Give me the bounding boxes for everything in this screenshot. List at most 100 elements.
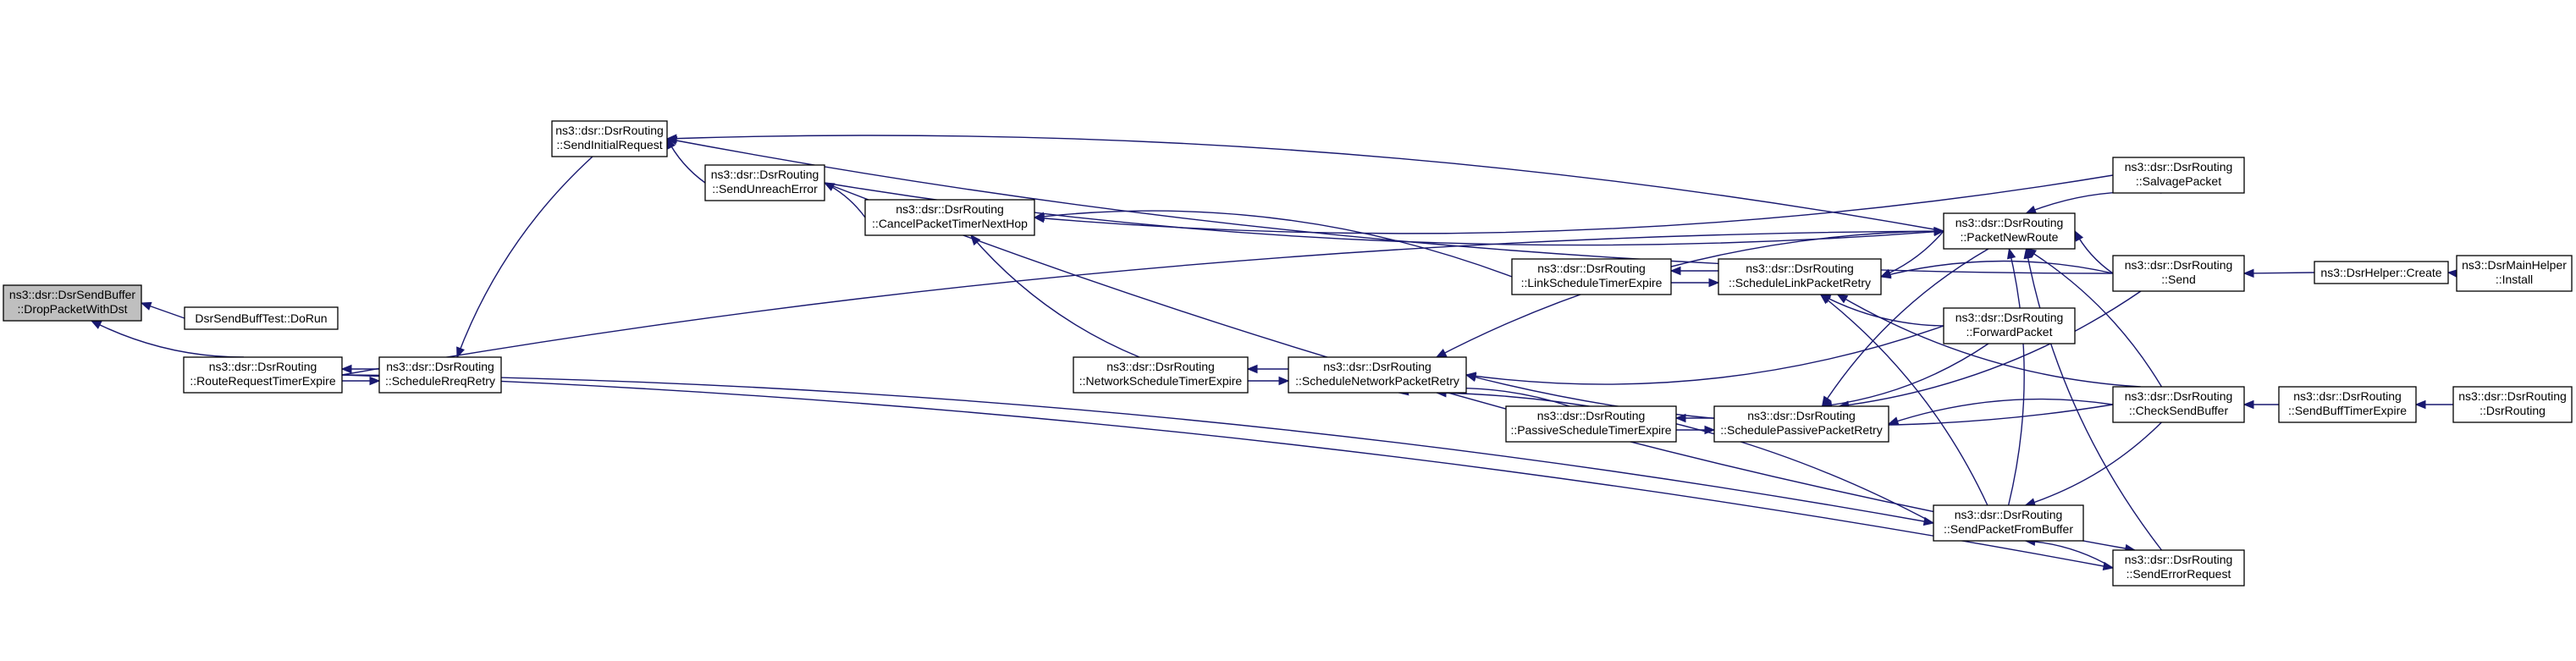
edge-arrowhead <box>1836 294 1849 304</box>
node-snpr[interactable]: ns3::dsr::DsrRouting::ScheduleNetworkPac… <box>1288 356 1467 394</box>
node-box <box>2112 255 2245 292</box>
node-box <box>1073 356 1249 394</box>
node-csb[interactable]: ns3::dsr::DsrRouting::CheckSendBuffer <box>2112 386 2245 423</box>
node-box <box>1943 307 2076 344</box>
node-box <box>1505 405 1677 443</box>
node-label-line2: ::ScheduleLinkPacketRetry <box>1729 276 1871 289</box>
edge-arrowhead <box>1879 270 1892 279</box>
edge-csb-to-spfb <box>2025 421 2162 506</box>
node-label-line1: ns3::DsrMainHelper <box>2462 258 2567 272</box>
node-label-line2: ::DsrRouting <box>2479 404 2546 417</box>
edge-send-to-sir <box>666 138 2114 274</box>
edge-arrowhead <box>1669 266 1681 276</box>
node-create[interactable]: ns3::DsrHelper::Create <box>2314 261 2449 284</box>
node-label-line1: ns3::dsr::DsrRouting <box>2125 389 2233 403</box>
node-drop[interactable]: ns3::dsr::DsrSendBuffer::DropPacketWithD… <box>3 284 142 322</box>
edge-arrowhead <box>2023 247 2033 260</box>
node-label-line2: ::SendBuffTimerExpire <box>2288 404 2407 417</box>
node-box <box>1718 258 1882 295</box>
edge-arrowhead <box>1033 213 1045 223</box>
node-label-line2: ::ForwardPacket <box>1966 325 2053 339</box>
edge-arrowhead <box>1278 376 1290 386</box>
node-sir[interactable]: ns3::dsr::DsrRouting::SendInitialRequest <box>551 120 668 157</box>
edge-rrte-to-spfb <box>341 374 1934 524</box>
node-salvage[interactable]: ns3::dsr::DsrRouting::SalvagePacket <box>2112 157 2245 194</box>
node-label-line1: ns3::dsr::DsrRouting <box>1106 360 1215 373</box>
node-sppr[interactable]: ns3::dsr::DsrRouting::SchedulePassivePac… <box>1713 405 1889 443</box>
node-send[interactable]: ns3::dsr::DsrRouting::Send <box>2112 255 2245 292</box>
node-fwd[interactable]: ns3::dsr::DsrRouting::ForwardPacket <box>1943 307 2076 344</box>
node-label-line1: ns3::dsr::DsrRouting <box>896 202 1004 216</box>
node-install[interactable]: ns3::DsrMainHelper::Install <box>2456 255 2573 292</box>
node-srr[interactable]: ns3::dsr::DsrRouting::ScheduleRreqRetry <box>378 356 502 394</box>
edge-csb-to-slpr <box>1837 294 2141 388</box>
node-label-line2: ::PacketNewRoute <box>1961 230 2059 244</box>
node-label-line1: ns3::dsr::DsrRouting <box>711 168 819 181</box>
edge-arrowhead <box>2006 247 2016 260</box>
edge-arrowhead <box>1819 294 1831 305</box>
edge-pnr-to-snpr <box>1436 230 1944 358</box>
edge-arrowhead <box>369 376 381 386</box>
node-box <box>2112 386 2245 423</box>
edge-ser-to-pnr <box>2025 248 2163 551</box>
edge-arrowhead <box>90 320 102 329</box>
edge-pnr-to-sir <box>666 135 1944 232</box>
node-box <box>2452 386 2573 423</box>
node-ser[interactable]: ns3::dsr::DsrRouting::SendErrorRequest <box>2112 549 2245 587</box>
node-box <box>1511 258 1672 295</box>
node-label-line2: ::SchedulePassivePacketRetry <box>1720 423 1882 437</box>
node-box <box>864 199 1035 236</box>
node-label-line1: ns3::dsr::DsrRouting <box>2125 160 2233 174</box>
node-label-line2: ::RouteRequestTimerExpire <box>190 374 335 388</box>
node-label-line2: ::LinkScheduleTimerExpire <box>1521 276 1663 289</box>
node-label-line1: ns3::dsr::DsrRouting <box>1537 409 1646 422</box>
node-label-line1: ns3::dsr::DsrRouting <box>2125 553 2233 566</box>
node-label-line1: ns3::dsr::DsrRouting <box>1747 409 1856 422</box>
node-label-line2: ::ScheduleRreqRetry <box>385 374 495 388</box>
node-label-line1: ns3::dsr::DsrRouting <box>1537 262 1646 275</box>
node-sbte[interactable]: ns3::dsr::DsrRouting::SendBuffTimerExpir… <box>2278 386 2417 423</box>
edge-arrowhead <box>2414 399 2426 410</box>
node-sue[interactable]: ns3::dsr::DsrRouting::SendUnreachError <box>704 164 825 201</box>
edge-arrowhead <box>2242 268 2254 278</box>
node-rrte[interactable]: ns3::dsr::DsrRouting::RouteRequestTimerE… <box>183 356 343 394</box>
node-label-line1: ns3::dsr::DsrRouting <box>1955 216 2064 229</box>
node-label: DsrSendBuffTest::DoRun <box>195 311 327 325</box>
node-label-line1: ns3::dsr::DsrRouting <box>386 360 494 373</box>
node-label-line2: ::SendInitialRequest <box>556 138 662 151</box>
edge-arrowhead <box>1465 372 1477 382</box>
node-box <box>183 356 343 394</box>
node-spfb[interactable]: ns3::dsr::DsrRouting::SendPacketFromBuff… <box>1933 504 2084 542</box>
edge-arrowhead <box>1674 413 1686 423</box>
node-nste[interactable]: ns3::dsr::DsrRouting::NetworkScheduleTim… <box>1073 356 1249 394</box>
edge-csb-to-sppr <box>1888 398 2114 425</box>
node-label-line2: ::SendUnreachError <box>712 182 818 196</box>
edge-layer <box>90 134 2458 571</box>
node-label-line2: ::SalvagePacket <box>2136 174 2221 188</box>
node-label-line2: ::DropPacketWithDst <box>18 302 128 316</box>
node-lste[interactable]: ns3::dsr::DsrRouting::LinkScheduleTimerE… <box>1511 258 1672 295</box>
edge-spfb-to-slpr <box>1820 294 1989 506</box>
node-box <box>3 284 142 322</box>
node-box <box>551 120 668 157</box>
edge-sir-to-srr <box>456 156 593 358</box>
node-cptnh[interactable]: ns3::dsr::DsrRouting::CancelPacketTimerN… <box>864 199 1035 236</box>
node-pnr[interactable]: ns3::dsr::DsrRouting::PacketNewRoute <box>1943 212 2076 250</box>
node-layer: ns3::dsr::DsrSendBuffer::DropPacketWithD… <box>3 120 2573 587</box>
node-box <box>1933 504 2084 542</box>
edge-nste-to-cptnh <box>970 234 1140 358</box>
edge-arrowhead <box>140 301 152 311</box>
edge-arrowhead <box>1933 227 1945 237</box>
node-label-line2: ::SendErrorRequest <box>2126 567 2231 581</box>
node-label-line1: ns3::dsr::DsrRouting <box>209 360 317 373</box>
node-ctor[interactable]: ns3::dsr::DsrRouting::DsrRouting <box>2452 386 2573 423</box>
node-dorun[interactable]: DsrSendBuffTest::DoRun <box>184 306 339 330</box>
edge-arrowhead <box>1435 349 1448 358</box>
node-box <box>1943 212 2076 250</box>
node-slpr[interactable]: ns3::dsr::DsrRouting::ScheduleLinkPacket… <box>1718 258 1882 295</box>
node-box <box>2112 157 2245 194</box>
node-label-line2: ::CheckSendBuffer <box>2129 404 2229 417</box>
node-box <box>1713 405 1889 443</box>
node-pste[interactable]: ns3::dsr::DsrRouting::PassiveScheduleTim… <box>1505 405 1677 443</box>
node-box <box>2314 261 2449 284</box>
